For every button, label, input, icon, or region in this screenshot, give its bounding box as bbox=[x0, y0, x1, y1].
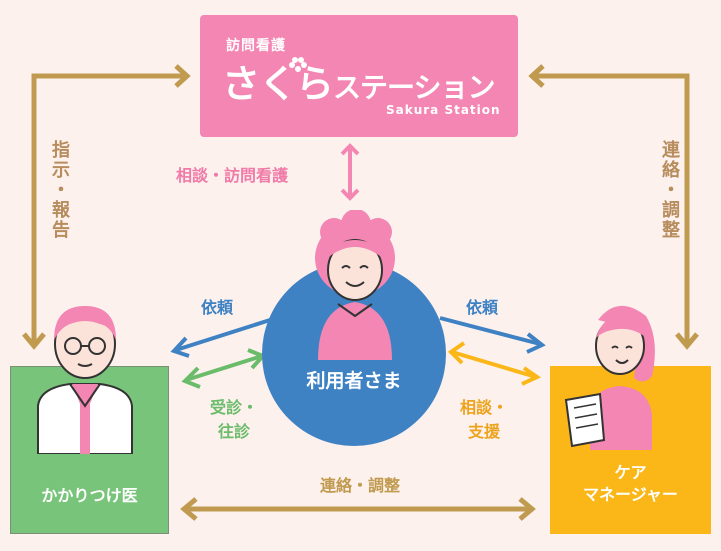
right-gold-arrow bbox=[528, 64, 699, 350]
patient-label: 利用者さま bbox=[306, 370, 402, 392]
care-manager-label-line1: ケア bbox=[614, 463, 647, 482]
label-consult-line1: 相談・ bbox=[460, 398, 509, 417]
station-subtitle: Sakura Station bbox=[386, 103, 501, 117]
station-logo-text: さくらステーション bbox=[222, 53, 495, 108]
label-visit-line2: 往診 bbox=[218, 422, 251, 441]
label-contact-adjust-right: 連絡・調整 bbox=[659, 140, 680, 240]
station-logo-tail: ステーション bbox=[333, 71, 495, 104]
label-visit-house-call: 受診・ 往診 bbox=[210, 396, 258, 444]
label-consult-support: 相談・ 支援 bbox=[460, 396, 508, 444]
label-consult-line2: 支援 bbox=[468, 422, 501, 441]
care-manager-figure-icon bbox=[564, 305, 655, 450]
bottom-gold-arrow bbox=[180, 497, 536, 521]
patient-figure-icon bbox=[315, 210, 395, 360]
station-box: 訪問看護 さくらステーション Sakura Station bbox=[200, 15, 518, 137]
left-gold-arrow bbox=[22, 64, 191, 350]
label-contact-adjust-bottom: 連絡・調整 bbox=[320, 476, 401, 495]
green-arrow bbox=[181, 348, 267, 389]
station-service-label: 訪問看護 bbox=[226, 38, 286, 54]
right-blue-arrow bbox=[439, 316, 546, 354]
station-logo-main: さくら bbox=[222, 62, 334, 106]
label-visit-line1: 受診・ bbox=[210, 398, 259, 417]
label-request-left: 依頼 bbox=[201, 298, 234, 317]
label-request-right: 依頼 bbox=[466, 298, 499, 317]
left-blue-arrow bbox=[170, 318, 271, 358]
orange-arrow bbox=[447, 341, 542, 386]
doctor-label: かかりつけ医 bbox=[41, 486, 138, 505]
label-consult-visit-nursing: 相談・訪問看護 bbox=[176, 166, 289, 185]
care-manager-label: ケア マネージャー bbox=[550, 462, 711, 506]
flower-icon bbox=[289, 57, 307, 72]
top-pink-arrow bbox=[340, 143, 360, 201]
doctor-figure-icon bbox=[37, 306, 133, 454]
care-manager-label-line2: マネージャー bbox=[583, 485, 678, 504]
label-instruction-report: 指示・報告 bbox=[49, 140, 70, 240]
